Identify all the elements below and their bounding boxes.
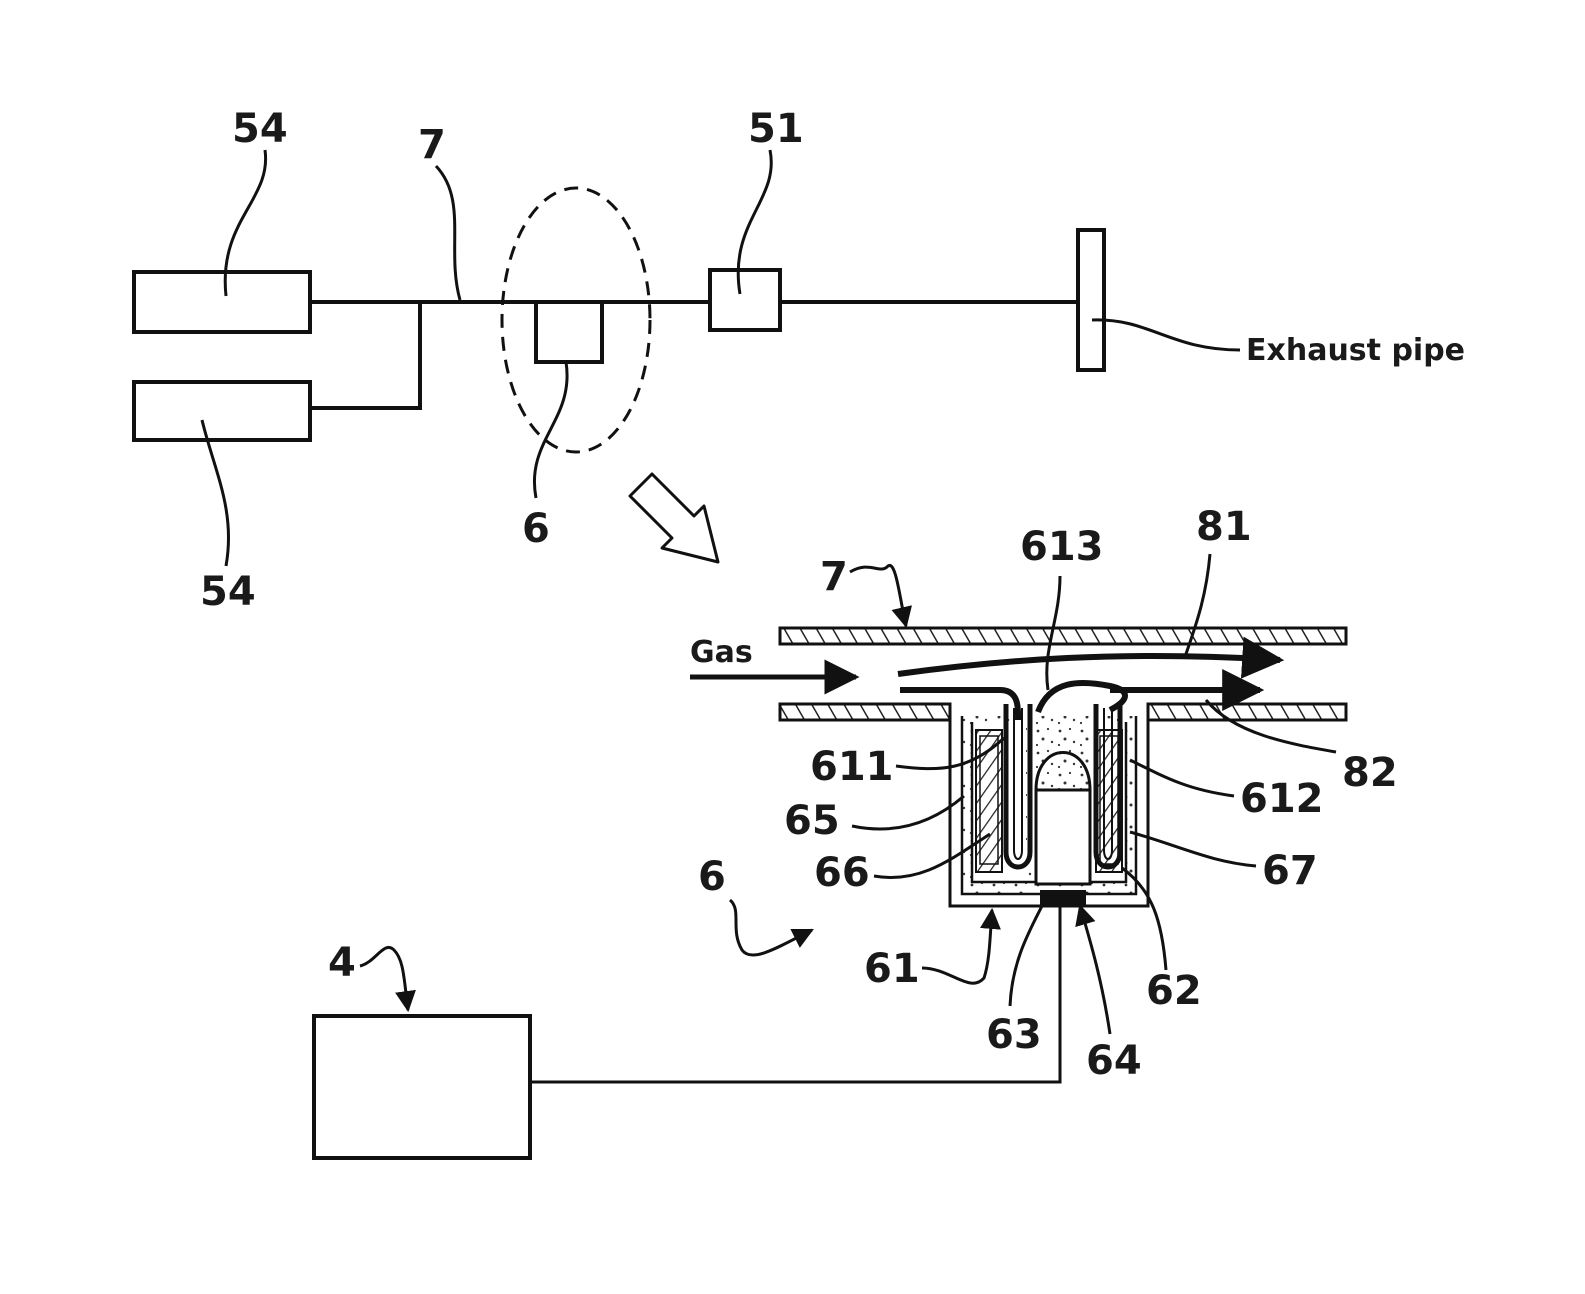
pipe-wall-lower-left [780,704,950,720]
leader-exhaust [1092,320,1240,350]
label-6-detail: 6 [698,854,726,900]
leader-7 [436,166,460,300]
exhaust-pipe [1078,230,1104,370]
label-66: 66 [814,850,870,896]
label-64: 64 [1086,1038,1142,1084]
label-612: 612 [1240,776,1324,822]
label-gas: Gas [690,635,753,670]
leader-7-detail [850,565,906,626]
label-exhaust-pipe: Exhaust pipe [1246,333,1465,368]
label-54-top: 54 [232,106,288,152]
label-62: 62 [1146,968,1202,1014]
leader-6 [534,362,567,498]
label-4: 4 [328,940,356,986]
top-schematic: 54 7 51 54 6 Exhaust pipe [134,106,1465,615]
label-611: 611 [810,744,894,790]
box-54-top [134,272,310,332]
branch-line [310,302,420,408]
controller-4-box [314,1016,530,1158]
label-81: 81 [1196,504,1252,550]
leader-63 [1010,902,1044,1006]
controller-group: 4 [314,906,1060,1158]
part-64 [1040,890,1086,906]
controller-wire [530,906,1060,1082]
part-62 [1036,790,1090,884]
label-82: 82 [1342,750,1398,796]
label-6-top: 6 [522,506,550,552]
leader-64 [1080,906,1110,1034]
label-63: 63 [986,1012,1042,1058]
label-7-top: 7 [418,122,446,168]
box-54-bottom [134,382,310,440]
label-67: 67 [1262,848,1318,894]
box-51 [710,270,780,330]
leader-6-detail [730,900,812,955]
flow-arrow-81 [898,656,1280,674]
leader-65 [852,796,964,829]
detail-section: Gas 7 613 81 82 611 612 65 66 67 6 61 62… [690,504,1398,1084]
detail-arrow [630,474,718,562]
label-51: 51 [748,106,804,152]
leader-4 [360,947,408,1010]
label-7-detail: 7 [820,554,848,600]
pipe-wall-lower-right [1148,704,1346,720]
label-54-bottom: 54 [200,569,256,615]
label-613: 613 [1020,524,1104,570]
label-65: 65 [784,798,840,844]
sensor-6-box [536,302,602,362]
label-61: 61 [864,946,920,992]
leader-61 [922,910,992,983]
pipe-wall-upper [780,628,1346,644]
